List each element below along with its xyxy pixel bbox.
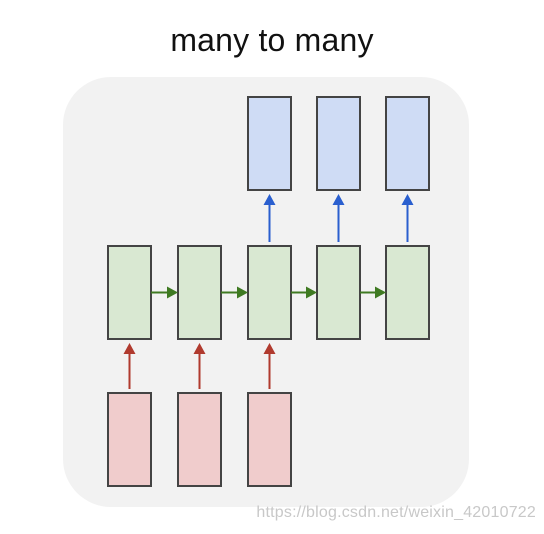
recurrent-arrow <box>360 286 386 299</box>
hidden-state-box <box>177 245 222 340</box>
hidden-state-box <box>107 245 152 340</box>
input-arrow <box>193 343 206 389</box>
recurrent-arrow <box>221 286 248 299</box>
input-arrow <box>123 343 136 389</box>
output-box <box>247 96 292 191</box>
diagram-title: many to many <box>170 22 374 58</box>
output-arrow <box>401 194 414 242</box>
input-box <box>107 392 152 487</box>
input-arrow <box>263 343 276 389</box>
output-box <box>316 96 361 191</box>
input-box <box>177 392 222 487</box>
recurrent-arrow <box>151 286 178 299</box>
hidden-state-box <box>247 245 292 340</box>
hidden-state-box <box>316 245 361 340</box>
output-arrow <box>263 194 276 242</box>
output-box <box>385 96 430 191</box>
recurrent-arrow <box>291 286 317 299</box>
input-box <box>247 392 292 487</box>
watermark: https://blog.csdn.net/weixin_42010722 <box>256 504 536 521</box>
output-arrow <box>332 194 345 242</box>
hidden-state-box <box>385 245 430 340</box>
